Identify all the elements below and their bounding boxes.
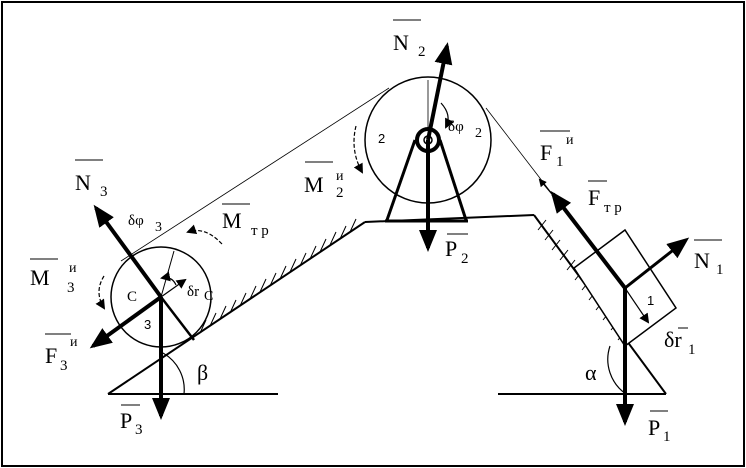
label-dr1-sub: 1 <box>688 342 696 358</box>
label-M3i: M и 3 <box>30 258 77 296</box>
label-M3i-sup: и <box>69 261 77 276</box>
label-M2i-base: M <box>304 172 324 197</box>
label-dphi2-base: δφ <box>448 119 464 135</box>
label-F1i-sup: и <box>566 133 574 148</box>
label-dphi3-sub: 3 <box>155 220 162 235</box>
label-dr1-base: δr <box>664 327 682 352</box>
label-P3-sub: 3 <box>135 422 143 438</box>
label-M2i-sub: 2 <box>336 185 344 201</box>
label-N3-base: N <box>75 170 91 195</box>
label-P2-sub: 2 <box>461 251 469 267</box>
force-F3i-arrow <box>89 295 163 349</box>
label-dr1: δr 1 <box>664 327 696 358</box>
moment-M3i-arc <box>95 275 106 310</box>
label-P3-base: P <box>120 408 132 433</box>
label-M2i: M и 2 <box>304 161 344 201</box>
label-N1: N 1 <box>694 239 724 278</box>
label-Mtr-base: M <box>222 208 242 233</box>
label-N2: N 2 <box>393 19 426 60</box>
dphi3-arc <box>160 271 177 286</box>
label-Mtr: M т р <box>222 203 269 239</box>
label-P3: P 3 <box>120 404 143 438</box>
label-drC: δr C <box>187 284 213 304</box>
left-incline-hatching <box>199 218 357 334</box>
label-N1-base: N <box>694 248 710 273</box>
label-P1-sub: 1 <box>663 429 671 445</box>
label-M3i-sub: 3 <box>67 280 75 296</box>
support-structure <box>107 214 667 395</box>
force-N3-arrow <box>93 204 163 299</box>
force-Ftr-arrow <box>550 190 627 290</box>
dphi2-arc <box>440 102 455 129</box>
label-N2-base: N <box>393 30 409 55</box>
label-F3i-base: F <box>45 343 57 368</box>
label-center-C: C <box>127 289 137 305</box>
label-F3i-sub: 3 <box>60 358 68 374</box>
label-M3i-base: M <box>30 265 50 290</box>
rotation-arrows <box>95 102 455 310</box>
label-N1-sub: 1 <box>716 262 724 278</box>
angle-arcs <box>162 345 627 395</box>
label-Ftr: F т р <box>588 180 622 216</box>
label-F3i: F 3 и <box>45 333 78 374</box>
label-F3i-sup: и <box>70 335 78 350</box>
displacement-drC-arrow <box>160 278 187 298</box>
label-Ftr-sub: т р <box>604 200 622 216</box>
label-P1: P 1 <box>648 410 671 445</box>
label-dphi2-sub: 2 <box>475 126 482 141</box>
label-body-3: 3 <box>144 317 151 332</box>
label-beta: β <box>197 360 208 385</box>
label-N3: N 3 <box>75 159 108 200</box>
label-F1i-base: F <box>540 140 552 165</box>
label-P2: P 2 <box>445 233 469 267</box>
label-drC-base: δr <box>187 284 199 300</box>
force-arrows <box>89 42 690 426</box>
label-dphi3-base: δφ <box>128 213 144 229</box>
force-N1-arrow <box>624 237 690 290</box>
label-dphi3: δφ 3 <box>128 213 162 235</box>
label-P1-base: P <box>648 415 660 440</box>
moment-Mtr-arc <box>186 224 223 245</box>
displacement-dr1-arrow <box>624 287 650 324</box>
label-Ftr-base: F <box>588 185 600 210</box>
label-drC-sub: C <box>204 289 213 304</box>
label-body-2: 2 <box>378 131 385 146</box>
label-P2-base: P <box>445 236 457 261</box>
label-F1i-sub: 1 <box>556 154 564 170</box>
label-N3-sub: 3 <box>100 184 108 200</box>
label-F1i: F 1 и <box>540 130 574 170</box>
label-alpha: α <box>585 360 597 385</box>
label-body-1: 1 <box>647 293 654 308</box>
label-M2i-sup: и <box>336 169 344 184</box>
moment-M2i-arc <box>353 125 363 174</box>
label-dphi2: δφ 2 <box>448 119 482 141</box>
label-N2-sub: 2 <box>418 44 426 60</box>
label-Mtr-sub: т р <box>251 223 269 239</box>
force-N2-arrow <box>426 42 453 141</box>
